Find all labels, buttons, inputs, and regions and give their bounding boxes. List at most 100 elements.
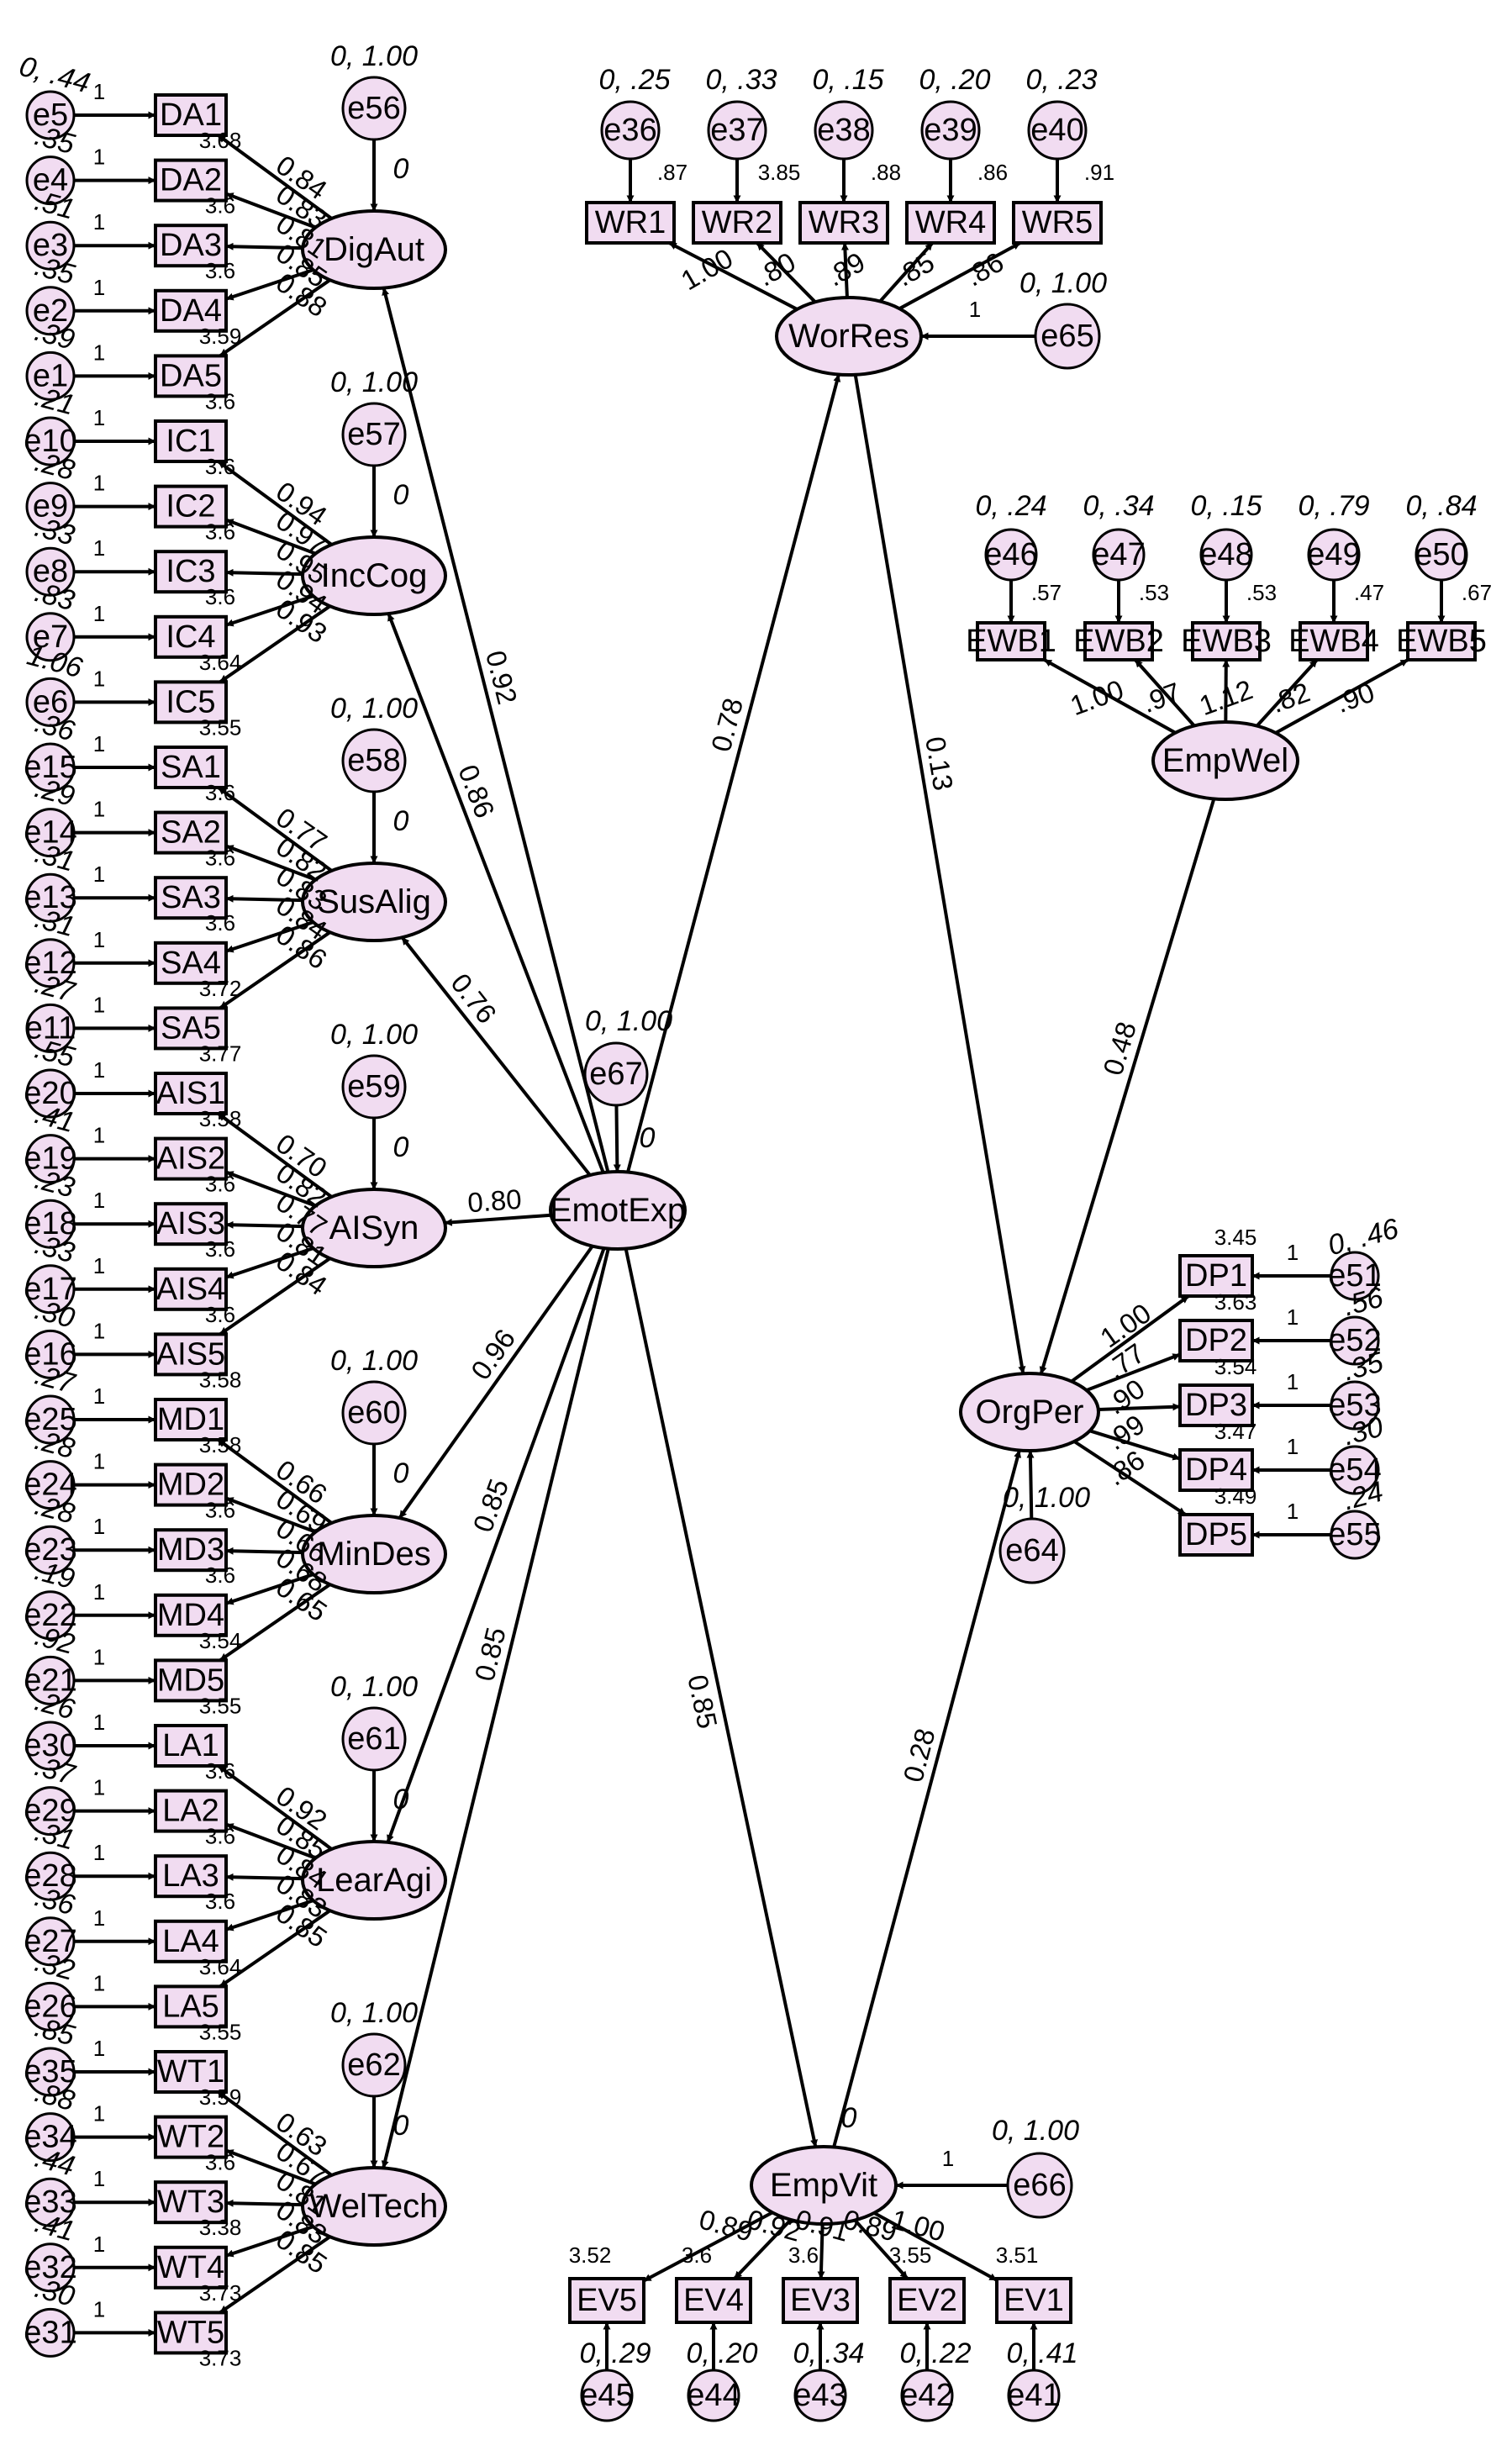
error-e4[interactable] (25, 155, 76, 206)
error-e26[interactable] (25, 1981, 76, 2032)
indicator-da5[interactable] (154, 354, 228, 398)
orgper-node[interactable] (959, 1372, 1100, 1452)
construct-weltech[interactable] (301, 2166, 447, 2247)
error-e15[interactable] (25, 742, 76, 793)
construct-inccog[interactable] (301, 535, 447, 616)
error-e3[interactable] (25, 220, 76, 271)
indicator-da2[interactable] (154, 158, 228, 203)
construct-aisyn[interactable] (301, 1188, 447, 1268)
error-e22[interactable] (25, 1590, 76, 1641)
indicator-md1[interactable] (154, 1398, 228, 1441)
construct-mindes[interactable] (301, 1514, 447, 1594)
indicator-wt1[interactable] (154, 2050, 228, 2094)
indicator-ic5[interactable] (154, 680, 228, 725)
construct-mindes-error[interactable] (341, 1380, 407, 1446)
indicator-la4[interactable] (154, 1919, 228, 1963)
indicator-sa2[interactable] (154, 810, 228, 855)
indicator-da4[interactable] (154, 288, 228, 333)
indicator-ewb5[interactable] (1406, 621, 1477, 661)
error-e50[interactable] (1415, 528, 1468, 582)
error-e19[interactable] (25, 1134, 76, 1184)
indicator-ev2[interactable] (888, 2277, 966, 2324)
error-e39[interactable] (920, 100, 981, 161)
indicator-dp2[interactable] (1178, 1319, 1254, 1362)
error-e55[interactable] (1330, 1510, 1380, 1560)
error-e16[interactable] (25, 1329, 76, 1379)
error-e53[interactable] (1330, 1380, 1380, 1431)
error-e33[interactable] (25, 2177, 76, 2227)
construct-learagi-error[interactable] (341, 1706, 407, 1772)
error-e47[interactable] (1092, 528, 1146, 582)
indicator-wt2[interactable] (154, 2115, 228, 2159)
indicator-ewb3[interactable] (1191, 621, 1262, 661)
indicator-sa3[interactable] (154, 876, 228, 920)
error-e6[interactable] (25, 677, 76, 727)
error-e8[interactable] (25, 546, 76, 597)
empvit-error[interactable] (1006, 2152, 1073, 2219)
indicator-dp3[interactable] (1178, 1383, 1254, 1427)
indicator-ewb4[interactable] (1299, 621, 1369, 661)
error-e35[interactable] (25, 2047, 76, 2097)
error-e30[interactable] (25, 1721, 76, 1771)
construct-aisyn-error[interactable] (341, 1054, 407, 1120)
error-e27[interactable] (25, 1916, 76, 1967)
indicator-wr1[interactable] (585, 201, 676, 245)
indicator-wr2[interactable] (692, 201, 782, 245)
error-e43[interactable] (793, 2369, 847, 2422)
indicator-la2[interactable] (154, 1789, 228, 1833)
indicator-ais2[interactable] (154, 1136, 228, 1181)
indicator-la1[interactable] (154, 1724, 228, 1768)
indicator-wr4[interactable] (905, 201, 996, 245)
empvit-node[interactable] (750, 2145, 898, 2226)
error-e52[interactable] (1330, 1315, 1380, 1366)
indicator-md5[interactable] (154, 1658, 228, 1703)
error-e46[interactable] (984, 528, 1038, 582)
indicator-md2[interactable] (154, 1462, 228, 1507)
error-e45[interactable] (580, 2369, 634, 2422)
indicator-ewb1[interactable] (976, 621, 1046, 661)
indicator-sa5[interactable] (154, 1006, 228, 1051)
indicator-ev3[interactable] (782, 2277, 859, 2324)
error-e36[interactable] (600, 100, 661, 161)
indicator-ev1[interactable] (995, 2277, 1072, 2324)
emotexp-error[interactable] (583, 1041, 649, 1107)
error-e31[interactable] (25, 2307, 76, 2358)
error-e2[interactable] (25, 286, 76, 336)
indicator-ic4[interactable] (154, 614, 228, 659)
indicator-wt5[interactable] (154, 2311, 228, 2355)
error-e10[interactable] (25, 416, 76, 466)
indicator-ev4[interactable] (675, 2277, 752, 2324)
error-e54[interactable] (1330, 1445, 1380, 1495)
error-e21[interactable] (25, 1655, 76, 1705)
indicator-ic2[interactable] (154, 484, 228, 529)
error-e29[interactable] (25, 1786, 76, 1837)
error-e37[interactable] (707, 100, 767, 161)
indicator-ic3[interactable] (154, 550, 228, 594)
error-e12[interactable] (25, 938, 76, 988)
emotexp-node[interactable] (549, 1170, 687, 1251)
error-e49[interactable] (1307, 528, 1361, 582)
worres-error[interactable] (1034, 303, 1101, 370)
error-e23[interactable] (25, 1525, 76, 1575)
indicator-dp1[interactable] (1178, 1254, 1254, 1298)
error-e14[interactable] (25, 808, 76, 858)
indicator-wr3[interactable] (798, 201, 889, 245)
indicator-sa1[interactable] (154, 746, 228, 789)
indicator-ais5[interactable] (154, 1332, 228, 1377)
indicator-la5[interactable] (154, 1984, 228, 2029)
error-e13[interactable] (25, 872, 76, 923)
indicator-da3[interactable] (154, 224, 228, 268)
error-e18[interactable] (25, 1199, 76, 1249)
error-e44[interactable] (687, 2369, 740, 2422)
error-e11[interactable] (25, 1003, 76, 1053)
construct-susalig[interactable] (301, 862, 447, 942)
error-e24[interactable] (25, 1460, 76, 1510)
error-e38[interactable] (814, 100, 874, 161)
construct-digaut[interactable] (301, 209, 447, 290)
indicator-ais4[interactable] (154, 1267, 228, 1311)
indicator-ais3[interactable] (154, 1202, 228, 1246)
indicator-md4[interactable] (154, 1593, 228, 1637)
indicator-da1[interactable] (154, 93, 228, 137)
error-e42[interactable] (900, 2369, 954, 2422)
worres-node[interactable] (775, 296, 923, 377)
